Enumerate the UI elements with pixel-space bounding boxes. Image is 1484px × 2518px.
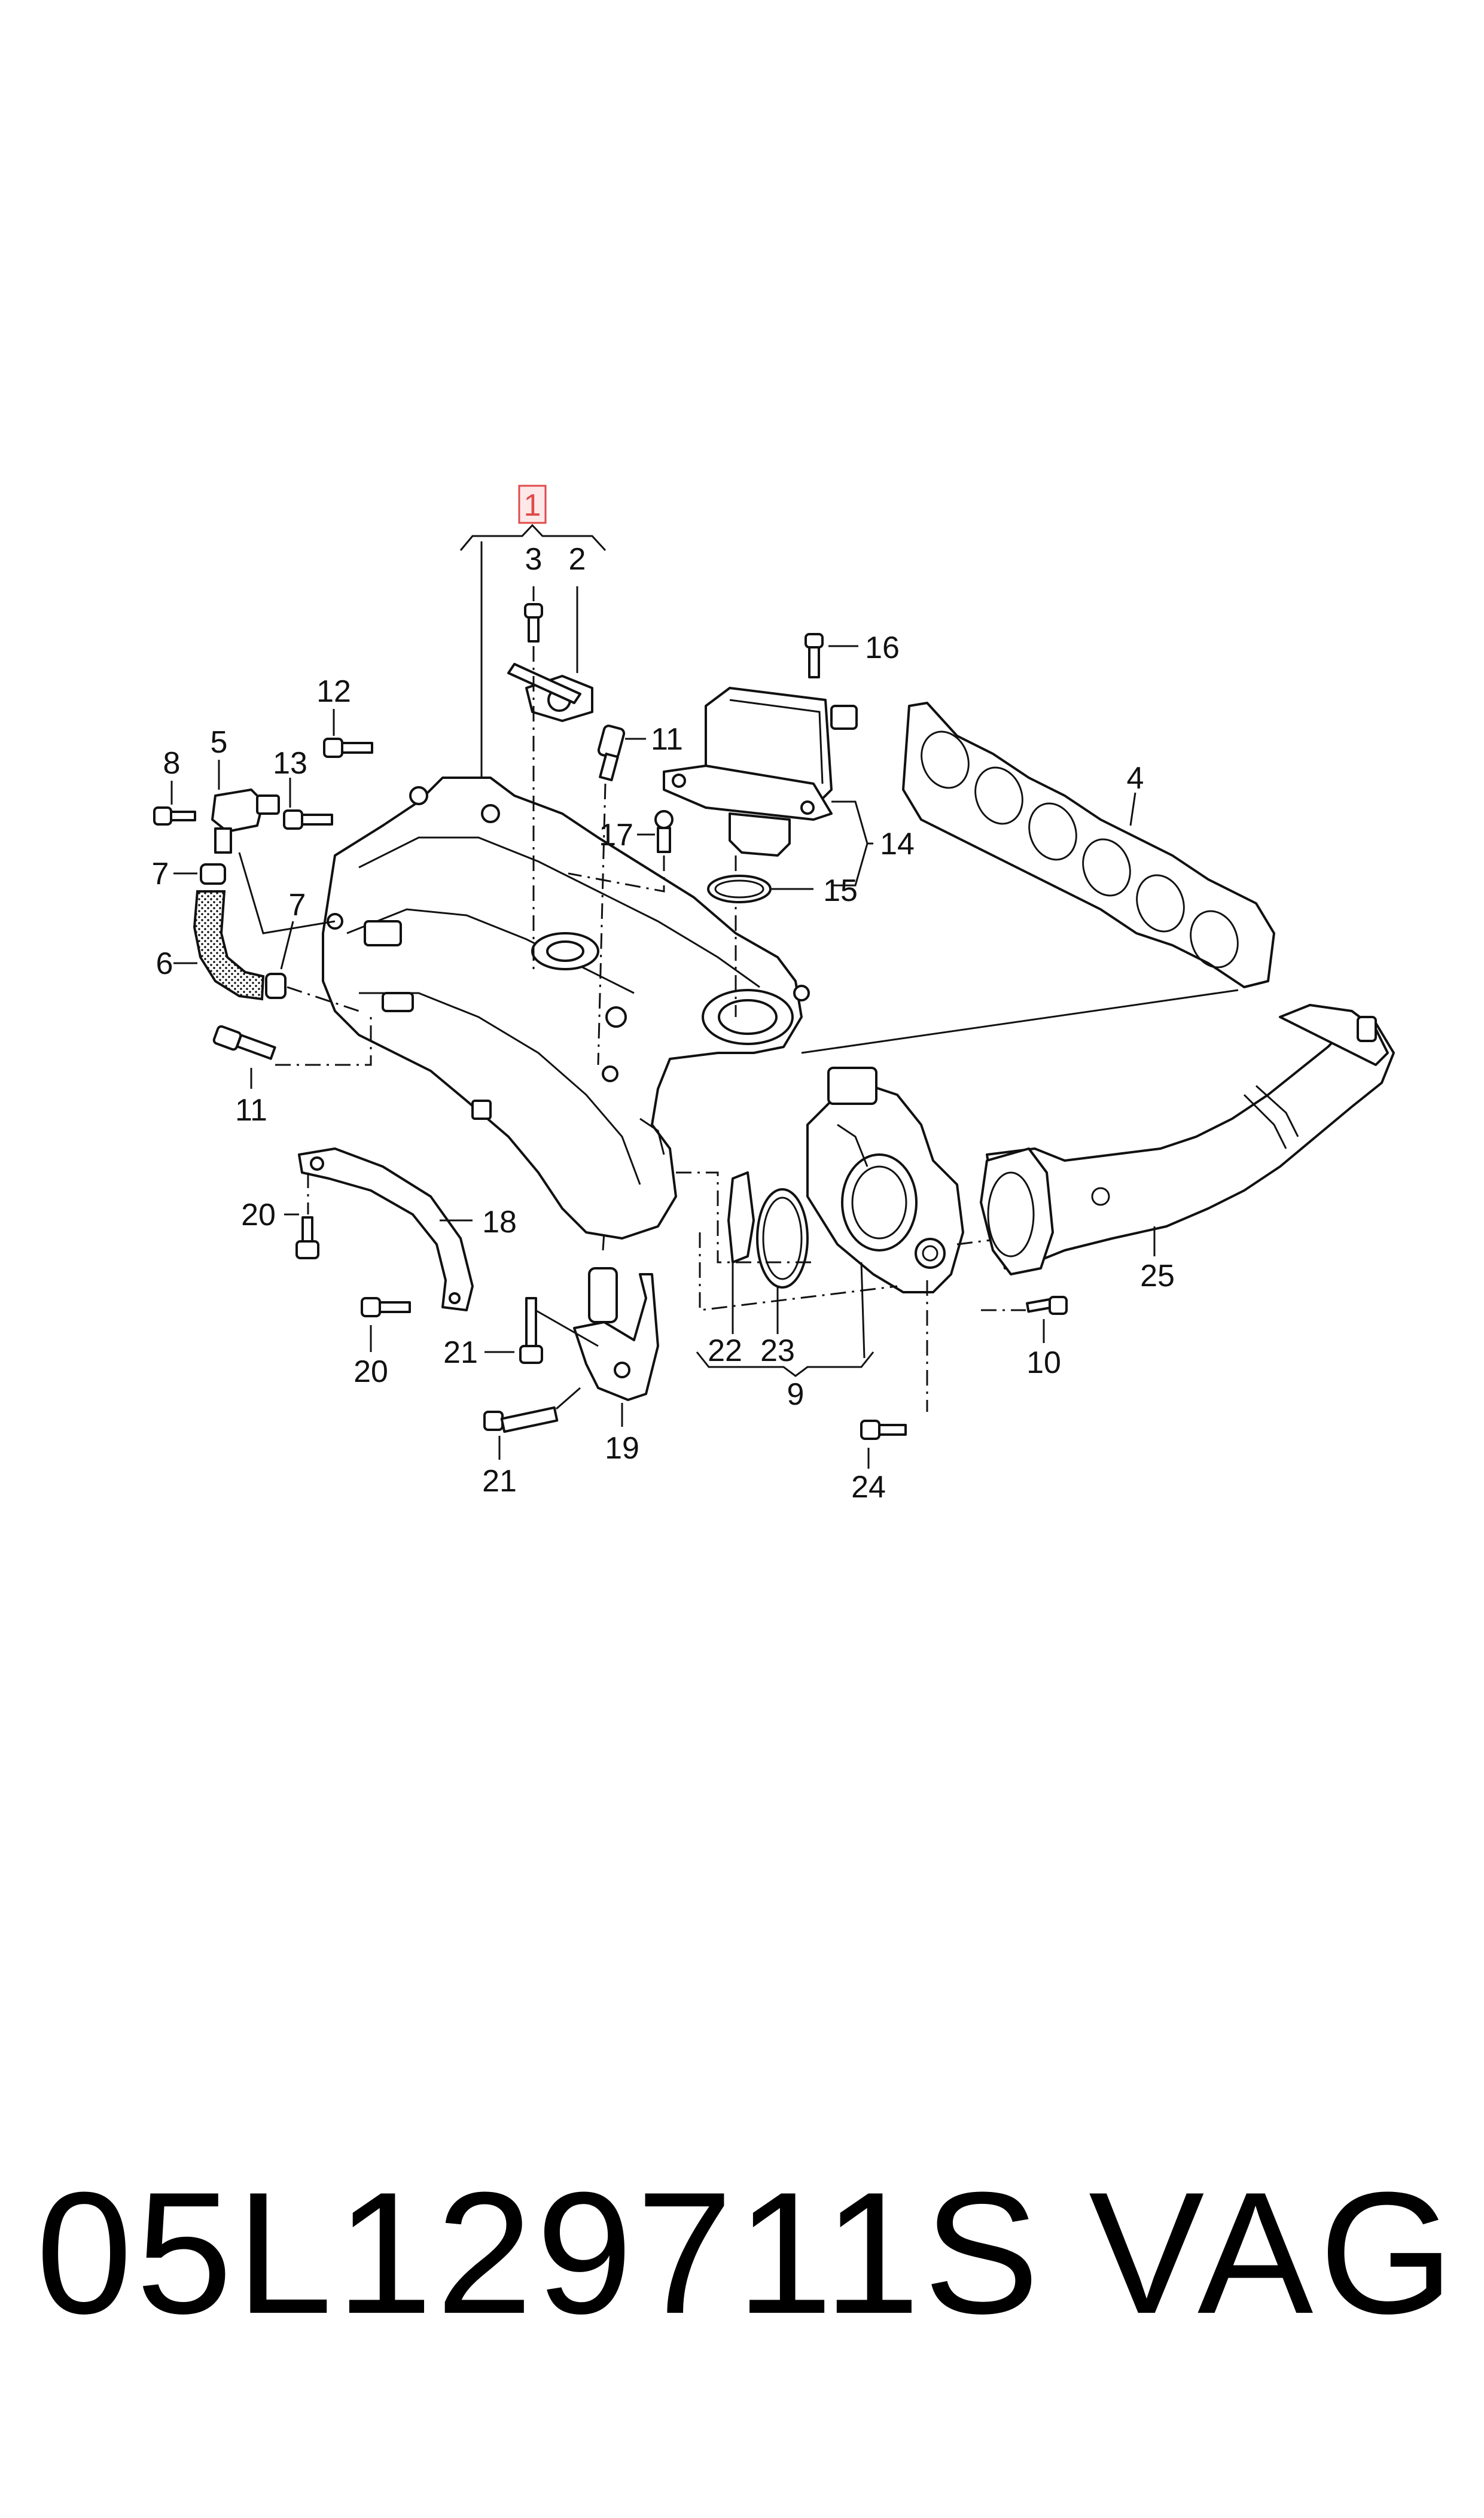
callout-4: 4	[1127, 761, 1144, 796]
callout-16: 16	[865, 631, 900, 665]
part-2-cover	[507, 663, 593, 722]
axis-21b	[556, 1387, 581, 1410]
callout-14: 14	[880, 827, 915, 861]
callout-22: 22	[708, 1333, 742, 1368]
callout-23: 23	[760, 1333, 795, 1368]
part-9-throttle-body	[806, 1067, 964, 1293]
callout-6: 6	[156, 946, 173, 981]
callout-21-upper: 21	[443, 1335, 478, 1370]
bracket-14	[831, 800, 869, 887]
callout-1-box	[518, 485, 547, 524]
axis-19	[602, 1232, 605, 1251]
intake-manifold	[322, 777, 810, 1240]
axis-gasket	[801, 989, 1239, 1054]
bracket-9	[696, 1351, 874, 1377]
part-13-bolt	[283, 809, 333, 830]
part-16-screw	[805, 633, 824, 678]
part-20-bolt-upper	[295, 1216, 319, 1259]
callout-10: 10	[1026, 1345, 1061, 1380]
callout-21-lower: 21	[482, 1464, 517, 1499]
leader-9b	[860, 1262, 866, 1359]
part-11-sensor-lower	[212, 1025, 276, 1060]
callout-3: 3	[525, 542, 543, 577]
part-24-screw	[860, 1420, 907, 1440]
callout-24: 24	[851, 1470, 886, 1505]
part-3-screw	[524, 603, 543, 643]
footer: 05L129711S VAG	[0, 2154, 1484, 2405]
axis-hose	[287, 986, 359, 1012]
callout-15: 15	[823, 873, 858, 908]
callout-19: 19	[605, 1431, 639, 1466]
part-23-oring	[756, 1188, 809, 1289]
part-7-clamp-upper	[200, 863, 226, 885]
callout-13: 13	[273, 746, 307, 781]
part-12-bolt	[323, 738, 373, 758]
part-18-bracket	[298, 1147, 474, 1311]
callout-20-lower: 20	[354, 1354, 388, 1389]
axis-5	[238, 852, 336, 934]
brand-label: VAG	[1089, 2156, 1460, 2350]
axis-21a	[535, 1309, 599, 1347]
part-5-sensor	[211, 788, 280, 854]
axis-throttle-left	[676, 1171, 813, 1263]
part-22-gasket	[727, 1171, 755, 1263]
part-number: 05L129711S	[36, 2156, 1043, 2350]
callout-5: 5	[211, 725, 228, 760]
axis-11-lower	[275, 1017, 372, 1066]
part-14-actuator	[663, 687, 858, 857]
callout-1-group: 1	[459, 485, 607, 790]
part-10-screw	[1026, 1296, 1068, 1315]
part-8-screw	[153, 806, 196, 826]
callout-labels: 2 3 4 5 6 7 7 8 9 10 11 11 12 13 14 15 1…	[152, 542, 1175, 1505]
callout-18: 18	[482, 1205, 517, 1240]
part-25-intake-pipe	[980, 1004, 1395, 1275]
callout-12: 12	[316, 674, 351, 709]
part-20-bolt-lower	[361, 1297, 411, 1317]
callout-7a: 7	[152, 857, 169, 891]
part-19-support	[573, 1267, 659, 1401]
callout-25: 25	[1140, 1259, 1175, 1293]
part-6-hose	[193, 890, 265, 1001]
callout-11-lower: 11	[235, 1093, 267, 1128]
callout-8: 8	[163, 746, 181, 781]
axis-throttle-bottom	[699, 1232, 898, 1311]
callout-11-upper: 11	[651, 722, 683, 757]
callout-1: 1	[524, 488, 541, 523]
callout-9: 9	[787, 1377, 805, 1412]
leader-4	[1129, 792, 1136, 826]
part-21-bolt-lower	[483, 1406, 559, 1433]
part-17-stud	[654, 810, 674, 853]
part-4-gasket	[902, 702, 1275, 988]
callout-7b: 7	[289, 888, 306, 922]
callout-1-bracket	[459, 523, 607, 552]
part-21-bolt-upper	[519, 1297, 543, 1364]
callout-20-upper: 20	[241, 1198, 276, 1232]
part-11-sensor-upper	[597, 724, 626, 781]
callout-2: 2	[569, 542, 586, 577]
axis-17	[568, 855, 665, 893]
part-7-clamp-lower	[265, 973, 287, 999]
callout-17: 17	[599, 818, 633, 852]
